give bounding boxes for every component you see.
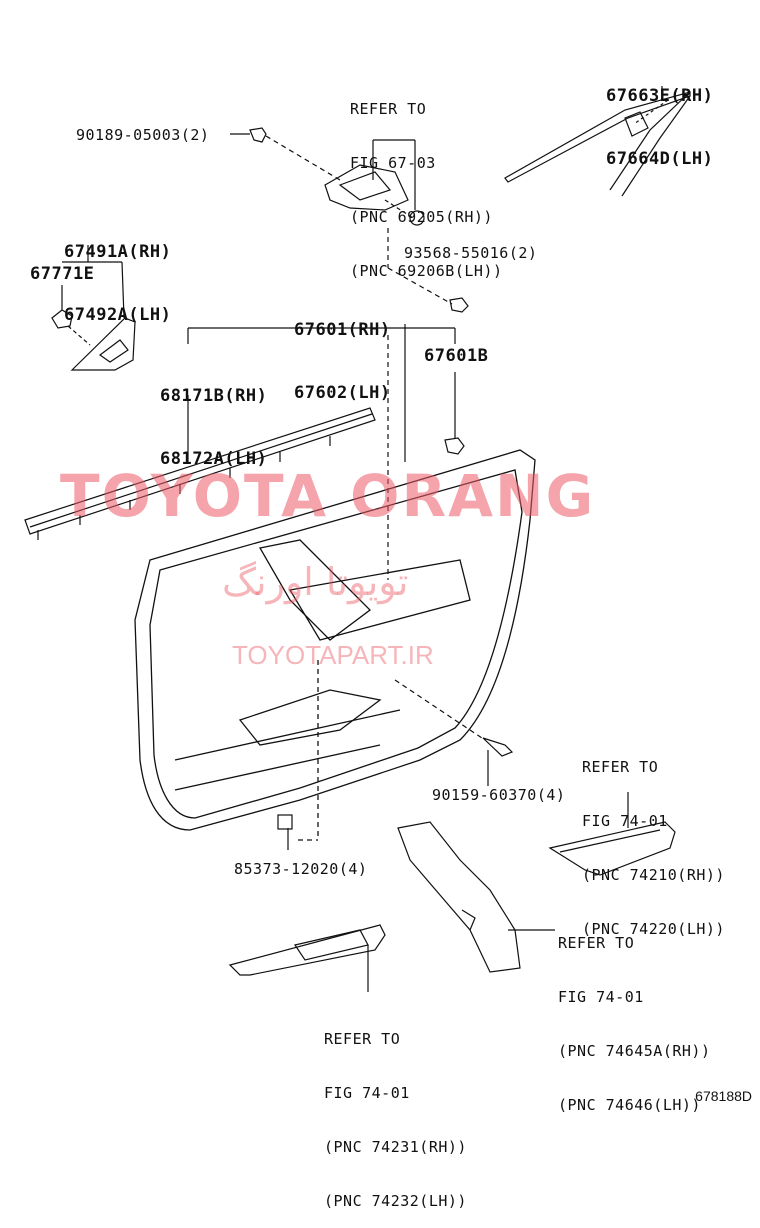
part-number-line: 67602(LH) xyxy=(294,383,391,403)
parts-diagram-drawing xyxy=(24,86,691,992)
part-number-line: 67491A(RH) xyxy=(64,242,172,262)
callout-line: (PNC 74220(LH)) xyxy=(582,920,725,938)
callout-refer-74-01-armrest: REFER TO FIG 74-01 (PNC 74210(RH)) (PNC … xyxy=(582,722,725,956)
door-trim-board xyxy=(134,449,536,840)
callout-line: REFER TO xyxy=(582,758,659,776)
part-number-line: 67664D(LH) xyxy=(606,149,714,169)
part-number-67771: 67771E xyxy=(30,264,95,284)
callout-line: (PNC 74231(RH)) xyxy=(324,1138,467,1156)
switch-base-74231 xyxy=(228,924,386,992)
belt-moulding-68171 xyxy=(24,395,376,540)
watermark-main: TOYOTA ORANG xyxy=(60,462,596,530)
part-number-90159: 90159-60370(4) xyxy=(432,786,566,804)
clip-85373 xyxy=(277,814,318,850)
part-number-67601: 67601(RH) 67602(LH) xyxy=(294,278,391,425)
part-number-67491: 67491A(RH) 67492A(LH) xyxy=(64,200,171,347)
watermark-url: TOYOTAPART.IR xyxy=(232,640,434,670)
part-number-67663: 67663E(RH) 67664D(LH) xyxy=(606,44,713,191)
part-number-line: 67663E(RH) xyxy=(606,86,714,106)
callout-refer-74-01-switch: REFER TO FIG 74-01 (PNC 74231(RH)) (PNC … xyxy=(324,994,467,1228)
callout-line: FIG 67-03 xyxy=(350,154,436,172)
garnish-strip-67663 xyxy=(504,91,691,197)
callout-line: FIG 74-01 xyxy=(324,1084,410,1102)
door-pocket-74645 xyxy=(397,821,555,973)
callout-line: (PNC 74210(RH)) xyxy=(582,866,725,884)
callout-refer-74-01-pocket: REFER TO FIG 74-01 (PNC 74645A(RH)) (PNC… xyxy=(558,898,711,1132)
part-number-line: 68171B(RH) xyxy=(160,386,268,406)
watermark-farsi: تویوتا اورنگ xyxy=(222,560,409,604)
part-number-85373: 85373-12020(4) xyxy=(234,860,368,878)
part-number-line: 68172A(LH) xyxy=(160,449,268,469)
callout-line: FIG 74-01 xyxy=(582,812,668,830)
armrest-74210 xyxy=(548,792,676,876)
part-number-67601b: 67601B xyxy=(424,346,489,366)
part-number-93568: 93568-55016(2) xyxy=(404,244,538,262)
trim-piece-67491 xyxy=(51,245,136,371)
callout-refer-67-03: REFER TO FIG 67-03 (PNC 69205(RH)) (PNC … xyxy=(350,64,503,298)
callout-line: (PNC 74645A(RH)) xyxy=(558,1042,711,1060)
callout-line: (PNC 74646(LH)) xyxy=(558,1096,701,1114)
screw-90159 xyxy=(394,679,514,786)
clip-67601b xyxy=(444,372,465,455)
callout-line: (PNC 69206B(LH)) xyxy=(350,262,503,280)
callout-line: (PNC 74232(LH)) xyxy=(324,1192,467,1210)
leader-67601 xyxy=(187,324,456,580)
screw-93568 xyxy=(387,228,469,313)
part-number-68171: 68171B(RH) 68172A(LH) xyxy=(160,344,267,491)
inside-handle-69205 xyxy=(324,139,425,226)
callout-line: (PNC 69205(RH)) xyxy=(350,208,493,226)
callout-line: FIG 74-01 xyxy=(558,988,644,1006)
callout-line: REFER TO xyxy=(324,1030,401,1048)
callout-line: REFER TO xyxy=(558,934,635,952)
part-number-90189: 90189-05003(2) xyxy=(76,126,210,144)
clip-90189 xyxy=(230,127,341,181)
diagram-id: 678188D xyxy=(695,1088,752,1104)
part-number-line: 67601(RH) xyxy=(294,320,391,340)
part-number-line: 67492A(LH) xyxy=(64,305,172,325)
callout-line: REFER TO xyxy=(350,100,427,118)
